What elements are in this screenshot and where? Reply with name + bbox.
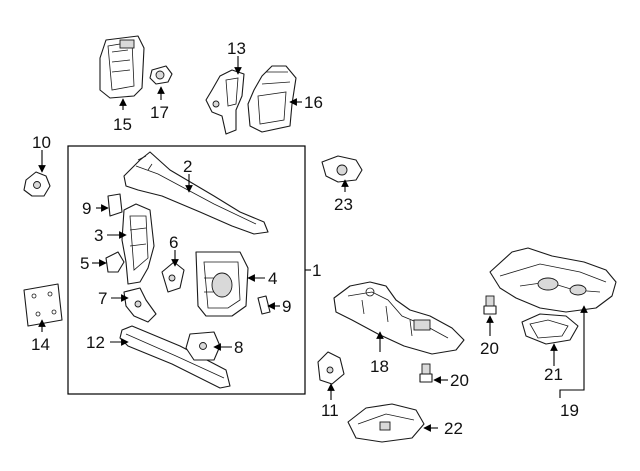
callout-20-lower: 20 <box>450 371 469 390</box>
callout-4: 4 <box>268 269 277 288</box>
callout-9-left: 9 <box>82 199 91 218</box>
part-9-bracket-right <box>257 295 271 315</box>
callout-11: 11 <box>321 401 339 420</box>
part-19-splash-shield <box>489 247 617 313</box>
callout-20-upper: 20 <box>480 339 499 358</box>
callout-15: 15 <box>113 115 132 134</box>
part-3-side-panel <box>121 203 155 285</box>
part-13-side-support <box>205 69 245 135</box>
callout-16: 16 <box>304 93 323 112</box>
callout-23: 23 <box>334 195 353 214</box>
callout-1: 1 <box>312 261 321 280</box>
part-5-clip <box>105 251 125 273</box>
part-21-cover <box>521 313 579 345</box>
part-17-clip <box>149 65 173 85</box>
leader-lines <box>38 56 588 432</box>
callout-21: 21 <box>544 365 563 384</box>
part-8-bracket <box>185 331 221 361</box>
part-6-bracket <box>161 261 185 293</box>
part-22-lower-shield <box>347 403 425 443</box>
part-9-bracket-left <box>107 193 123 217</box>
callout-18: 18 <box>370 357 389 376</box>
callout-13: 13 <box>227 39 246 58</box>
callout-6: 6 <box>169 233 178 252</box>
part-18-under-cover <box>333 281 465 355</box>
part-15-side-bracket <box>99 35 145 99</box>
part-20-bolt-upper <box>483 295 497 315</box>
callout-10: 10 <box>32 133 51 152</box>
part-7-bracket <box>123 287 157 323</box>
callout-3: 3 <box>94 226 103 245</box>
callout-5: 5 <box>80 254 89 273</box>
callout-14: 14 <box>31 335 50 354</box>
part-10-bracket <box>23 171 51 197</box>
callout-17: 17 <box>150 103 169 122</box>
callout-22: 22 <box>444 419 463 438</box>
part-20-bolt-lower <box>419 363 433 383</box>
callout-7: 7 <box>98 289 107 308</box>
callout-12: 12 <box>86 333 105 352</box>
callout-8: 8 <box>234 338 243 357</box>
callout-2: 2 <box>183 157 192 176</box>
callout-19: 19 <box>560 401 579 420</box>
part-14-plate <box>23 283 63 327</box>
callout-9-right: 9 <box>282 297 291 316</box>
part-16-air-guide <box>247 65 297 133</box>
part-4-side-support <box>195 251 249 317</box>
part-23-sensor <box>321 155 363 183</box>
part-11-bracket <box>317 351 345 385</box>
